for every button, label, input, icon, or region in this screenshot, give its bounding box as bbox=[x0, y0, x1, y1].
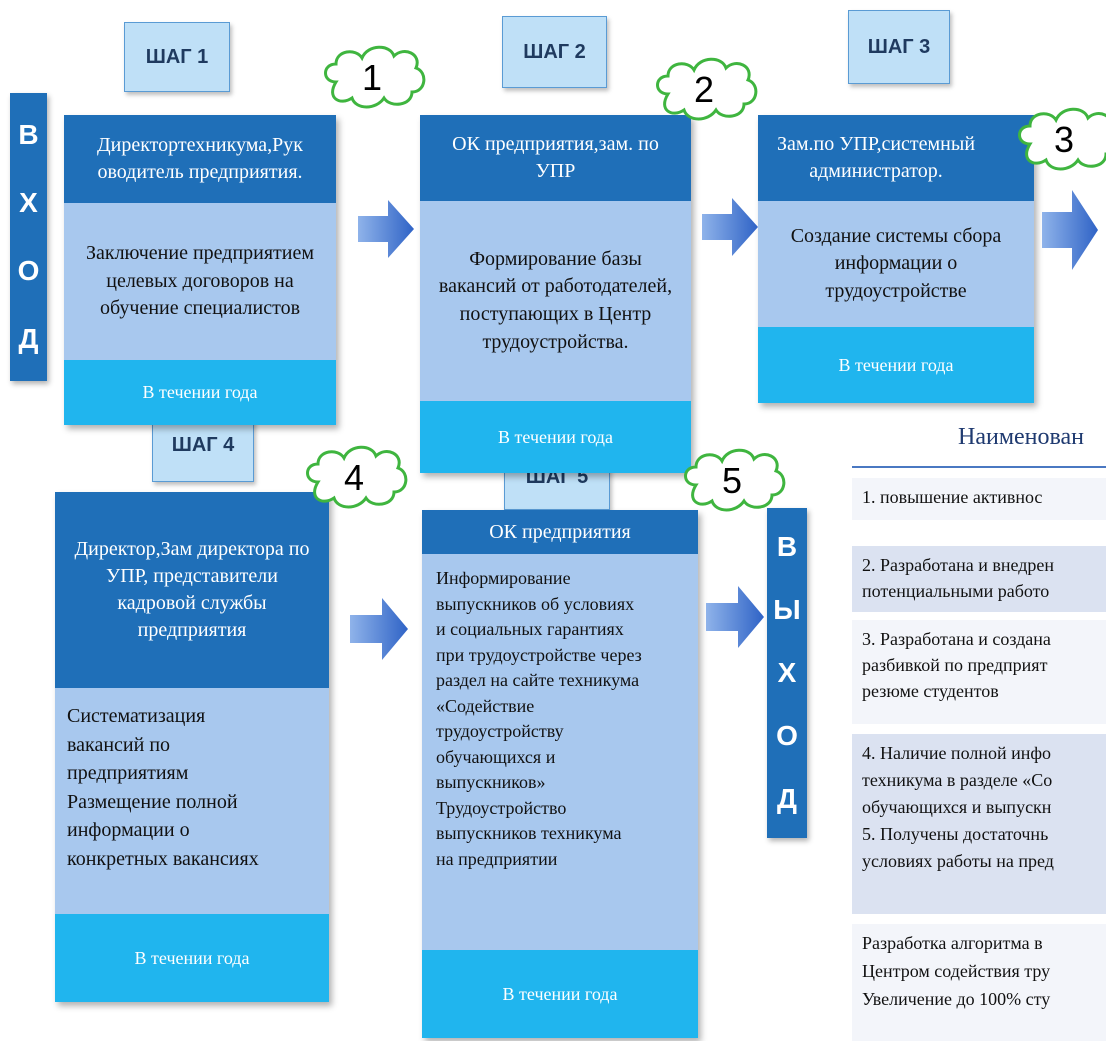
exit-letter: Д bbox=[777, 782, 797, 814]
step-5-action-line: обучающихся и bbox=[436, 746, 556, 767]
step-4-action-line: Систематизация bbox=[67, 705, 206, 727]
step-4-action-line: конкретных вакансиях bbox=[67, 847, 259, 870]
step-4-number: 4 bbox=[344, 457, 365, 498]
step-1-number: 1 bbox=[362, 57, 383, 98]
arrow-right-icon bbox=[350, 598, 408, 660]
arrow-right-icon bbox=[706, 586, 764, 648]
result-line: разбивкой по предприят bbox=[862, 655, 1048, 676]
step-5-action-line: и социальных гарантиях bbox=[436, 619, 624, 640]
entry-letter: Д bbox=[18, 323, 39, 354]
result-item: Разработка алгоритма в Центром содействи… bbox=[852, 924, 1106, 1041]
result-item: 2. Разработана и внедрен потенциальными … bbox=[852, 546, 1106, 612]
step-5-action-line: Трудоустройство bbox=[436, 797, 567, 818]
result-line: 1. повышение активнос bbox=[862, 487, 1043, 507]
step-5-number: 5 bbox=[722, 460, 743, 501]
arrow-right-icon bbox=[358, 200, 414, 258]
results-title: Наименован bbox=[958, 424, 1085, 450]
step-5-action-line: трудоустройству bbox=[436, 721, 564, 742]
entry-letter: О bbox=[17, 255, 40, 286]
step-5-action-line: выпускников техникума bbox=[436, 823, 622, 844]
step-1-cloud-icon: 1 bbox=[318, 42, 428, 114]
step-3-action: Создание системы сбора информации о труд… bbox=[758, 201, 1034, 327]
result-line: условиях работы на пред bbox=[862, 851, 1054, 871]
step-3-responsible: Зам.по УПР,системный администратор. bbox=[758, 115, 1034, 201]
result-line: потенциальными работо bbox=[862, 581, 1050, 602]
step-2-card: ОК предприятия,зам. по УПР Формирование … bbox=[420, 115, 691, 473]
arrow-right-icon bbox=[702, 198, 758, 256]
step-5-action-line: «Содействие bbox=[436, 695, 535, 716]
step-5-cloud-icon: 5 bbox=[678, 445, 788, 517]
result-line: 4. Наличие полной инфо bbox=[862, 743, 1052, 763]
exit-letter: Ы bbox=[773, 594, 801, 626]
result-item: 3. Разработана и создана разбивкой по пр… bbox=[852, 620, 1106, 724]
step-1-action: Заключение предприятием целевых договоро… bbox=[64, 203, 336, 360]
step-1-responsible: Директортехникума,Рук оводитель предприя… bbox=[64, 115, 336, 203]
step-5-card: ОК предприятия Информирование выпускнико… bbox=[422, 510, 698, 1038]
step-2-action: Формирование базы вакансий от работодате… bbox=[420, 201, 691, 401]
result-line: техникума в разделе «Со bbox=[862, 770, 1053, 790]
result-line: обучающихся и выпускн bbox=[862, 797, 1052, 817]
arrow-right-icon bbox=[1042, 190, 1098, 270]
step-5-action: Информирование выпускников об условиях и… bbox=[422, 554, 698, 950]
entry-banner: В Х О Д bbox=[10, 93, 47, 381]
result-line: Центром содействия тру bbox=[862, 960, 1051, 981]
step-4-card: Директор,Зам директора по УПР, представи… bbox=[55, 492, 329, 1002]
result-line: резюме студентов bbox=[862, 681, 999, 702]
result-item: 4. Наличие полной инфо техникума в разде… bbox=[852, 734, 1106, 914]
step-2-number: 2 bbox=[694, 69, 715, 110]
step-1-card: Директортехникума,Рук оводитель предприя… bbox=[64, 115, 336, 425]
step-3-number: 3 bbox=[1054, 119, 1075, 160]
exit-letter: Х bbox=[777, 656, 797, 688]
step-2-responsible: ОК предприятия,зам. по УПР bbox=[420, 115, 691, 201]
step-5-action-line: на предприятии bbox=[436, 849, 558, 870]
step-2-cloud-icon: 2 bbox=[650, 54, 760, 126]
result-line: Увеличение до 100% сту bbox=[862, 988, 1051, 1009]
step-4-period: В течении года bbox=[55, 914, 329, 1002]
result-line: 2. Разработана и внедрен bbox=[862, 555, 1055, 575]
exit-letter: В bbox=[776, 531, 798, 563]
step-1-period: В течении года bbox=[64, 360, 336, 425]
result-line: 5. Получены достаточнь bbox=[862, 824, 1049, 844]
step-4-action-line: Размещение полной bbox=[67, 790, 238, 813]
step-3-period: В течении года bbox=[758, 327, 1034, 403]
step-1-label: ШАГ 1 bbox=[124, 22, 230, 92]
step-5-action-line: при трудоустройстве через bbox=[436, 644, 642, 665]
exit-letter: О bbox=[776, 719, 798, 751]
step-4-action-line: информации о bbox=[67, 819, 190, 842]
step-3-label: ШАГ 3 bbox=[848, 10, 950, 84]
step-4-action: Систематизация вакансий по предприятиям … bbox=[55, 688, 329, 914]
step-4-action-line: предприятиям bbox=[67, 762, 189, 785]
step-5-action-line: Информирование bbox=[436, 568, 571, 588]
entry-letter: Х bbox=[19, 187, 38, 218]
step-5-responsible: ОК предприятия bbox=[422, 510, 698, 554]
exit-banner: В Ы Х О Д bbox=[767, 508, 807, 838]
result-line: Разработка алгоритма в bbox=[862, 933, 1043, 953]
result-item: 1. повышение активнос bbox=[852, 478, 1106, 520]
step-4-action-line: вакансий по bbox=[67, 733, 171, 756]
step-5-action-line: выпускников об условиях bbox=[436, 593, 635, 614]
step-5-action-line: выпускников» bbox=[436, 772, 546, 793]
step-2-period: В течении года bbox=[420, 401, 691, 473]
step-3-card: Зам.по УПР,системный администратор. Созд… bbox=[758, 115, 1034, 403]
step-4-cloud-icon: 4 bbox=[300, 442, 410, 514]
results-divider bbox=[852, 466, 1106, 468]
step-2-label: ШАГ 2 bbox=[502, 16, 607, 88]
entry-letter: В bbox=[18, 119, 39, 150]
step-4-responsible: Директор,Зам директора по УПР, представи… bbox=[55, 492, 329, 688]
step-3-cloud-icon: 3 bbox=[1012, 104, 1106, 176]
step-5-action-line: раздел на сайте техникума bbox=[436, 670, 640, 691]
result-line: 3. Разработана и создана bbox=[862, 629, 1051, 649]
step-5-period: В течении года bbox=[422, 950, 698, 1038]
